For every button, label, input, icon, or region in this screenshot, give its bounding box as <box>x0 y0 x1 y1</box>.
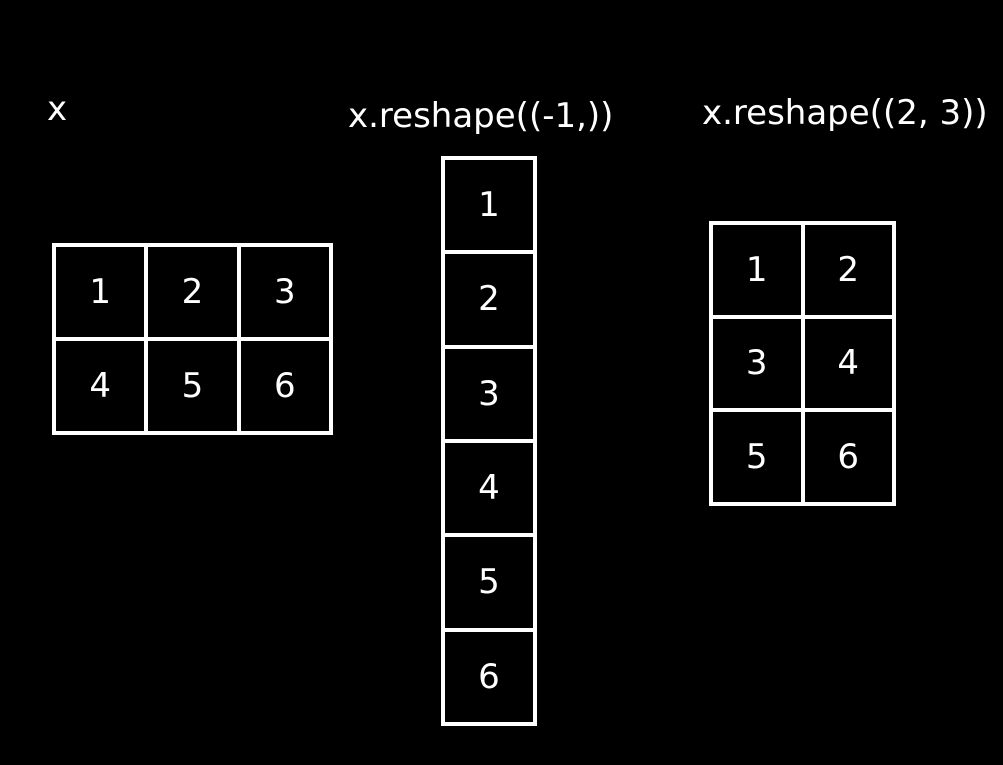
array-cell: 6 <box>802 410 894 504</box>
array-cell: 1 <box>443 158 535 253</box>
array-label-x: x <box>47 89 68 129</box>
array-cell: 2 <box>443 252 535 347</box>
array-label-flattened: x.reshape((-1,)) <box>348 96 614 136</box>
array-cell: 4 <box>802 316 894 411</box>
array-cell: 5 <box>443 535 535 630</box>
array-cell: 1 <box>711 223 803 317</box>
array-cell: 5 <box>146 339 239 433</box>
array-grid-reshape-2-3: 1 2 3 4 5 6 <box>709 221 896 506</box>
array-grid-flattened: 1 2 3 4 5 6 <box>441 156 537 726</box>
array-cell: 3 <box>238 245 331 339</box>
array-label-reshape-2-3: x.reshape((2, 3)) <box>702 93 988 133</box>
array-cell: 2 <box>802 223 894 317</box>
array-cell: 3 <box>711 316 803 411</box>
array-cell: 4 <box>54 339 147 433</box>
array-cell: 6 <box>443 629 535 724</box>
array-cell: 5 <box>711 410 803 504</box>
array-cell: 2 <box>146 245 239 339</box>
array-grid-x: 1 2 3 4 5 6 <box>52 243 333 435</box>
array-cell: 1 <box>54 245 147 339</box>
array-cell: 3 <box>443 346 535 441</box>
array-cell: 4 <box>443 441 535 536</box>
array-cell: 6 <box>238 339 331 433</box>
